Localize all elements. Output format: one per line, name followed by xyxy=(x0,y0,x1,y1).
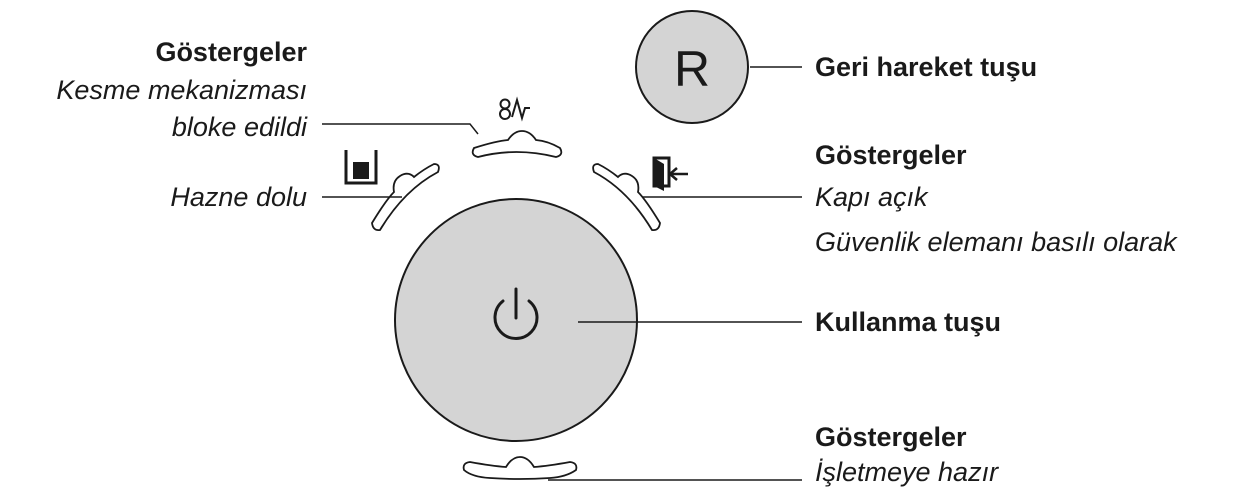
indicator-door-open xyxy=(592,163,661,232)
label-safety-pressed: Güvenlik elemanı basılı olarak xyxy=(815,227,1177,257)
label-bin-full: Hazne dolu xyxy=(170,182,307,212)
label-cutting-blocked-line1: Kesme mekanizması xyxy=(56,75,307,105)
blade-blocked-icon xyxy=(499,96,530,122)
label-reverse-button: Geri hareket tuşu xyxy=(815,52,1038,82)
reverse-button-letter: R xyxy=(674,41,710,97)
reverse-button[interactable]: R xyxy=(635,10,749,124)
leader-line-blade-blocked xyxy=(322,123,479,135)
label-operating-button: Kullanma tuşu xyxy=(815,307,1002,337)
power-icon xyxy=(493,287,539,340)
indicators-title-left: Göstergeler xyxy=(155,37,307,67)
label-ready: İşletmeye hazır xyxy=(815,457,999,487)
label-cutting-blocked-line2: bloke edildi xyxy=(171,112,307,142)
indicator-bin-full xyxy=(371,163,440,232)
indicators-title-right: Göstergeler xyxy=(815,140,967,170)
door-open-icon xyxy=(652,156,688,191)
indicator-blade-blocked xyxy=(471,130,563,158)
indicator-ready xyxy=(462,456,578,480)
operating-button[interactable] xyxy=(394,198,638,442)
label-door-open: Kapı açık xyxy=(815,182,928,212)
bin-full-icon xyxy=(344,150,378,185)
indicators-title-bottom: Göstergeler xyxy=(815,422,967,452)
